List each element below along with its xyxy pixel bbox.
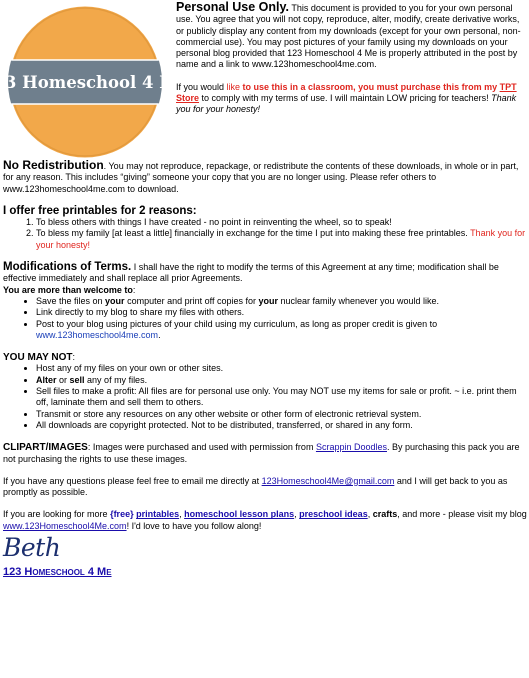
classroom-bold: to use this in a classroom, you must pur… [242,81,500,92]
more-free: {free} [110,509,134,520]
footer-link[interactable]: 123 Homeschool 4 Me [3,566,112,579]
blog-link[interactable]: www.123Homeschool4Me.com [3,520,127,531]
logo-band [8,60,162,104]
may-not-colon: : [72,352,75,363]
may-not-bold: sell [69,374,85,385]
redistribution-heading: No Redistribution [3,158,104,172]
may-not-bold: Alter [36,374,57,385]
signature: Beth [3,533,61,563]
welcome-label: You are more than welcome to: [3,285,527,296]
lesson-plans-link[interactable]: homeschool lesson plans [184,509,295,520]
reasons-list: To bless others with things I have creat… [3,217,527,251]
classroom-text-pre: If you would [176,81,227,92]
may-not-text: any of my files. [84,374,148,385]
welcome-item: Link directly to my blog to share my fil… [36,307,527,318]
contact-paragraph: If you have any questions please feel fr… [3,476,527,499]
main-content: No Redistribution. You may not reproduce… [3,158,527,579]
reason-item: To bless others with things I have creat… [36,217,527,228]
clipart-heading: CLIPART/IMAGES [3,442,88,454]
reasons-heading: I offer free printables for 2 reasons: [3,204,197,217]
more-sep: , [294,509,300,520]
may-not-list: Host any of my files on your own or othe… [3,363,527,431]
welcome-list: Save the files on your computer and prin… [3,296,527,341]
clipart-paragraph: CLIPART/IMAGES: Images were purchased an… [3,442,527,465]
modifications-heading: Modifications of Terms. [3,261,132,274]
may-not-heading: YOU MAY NOT [3,352,73,364]
modifications-text: I shall have the right to modify the ter… [3,262,499,284]
welcome-item-bold: your [105,295,125,306]
may-not-item: Sell files to make a profit: All files a… [36,386,527,409]
welcome-item-text: nuclear family whenever you would like. [277,295,440,306]
may-not-item: All downloads are copyright protected. N… [36,420,527,431]
redistribution-paragraph: No Redistribution. You may not reproduce… [3,158,527,195]
scrappin-doodles-link[interactable]: Scrappin Doodles [315,442,387,453]
printables-link[interactable]: printables [136,509,180,520]
classroom-text-post: to comply with my terms of use. I will m… [199,93,492,104]
more-text: ! I'd love to have you follow along! [126,520,262,531]
redistribution-text: . You may not reproduce, repackage, or r… [3,161,519,194]
logo: 123 Homeschool 4 Me [5,3,165,161]
clipart-text: : Images were purchased and used with pe… [87,442,316,453]
classroom-paragraph: If you would like to use this in a class… [176,82,526,116]
welcome-item: Save the files on your computer and prin… [36,296,527,307]
personal-use-text: This document is provided to you for you… [176,3,521,70]
welcome-item-bold: your [258,295,278,306]
may-not-label: YOU MAY NOT: [3,352,527,363]
more-paragraph: If you are looking for more {free} print… [3,509,527,532]
may-not-text: or [56,374,70,385]
may-not-item: Host any of my files on your own or othe… [36,363,527,374]
personal-use-section: Personal Use Only. This document is prov… [176,0,526,116]
welcome-item: Post to your blog using pictures of your… [36,319,527,342]
contact-text: and I will get back to you as promptly a… [3,475,508,498]
welcome-label-text: You are more than welcome to [3,284,133,295]
email-link[interactable]: 123Homeschool4Me@gmail.com [261,475,395,486]
logo-text: 123 Homeschool 4 Me [5,73,165,92]
reason-item-text: To bless my family [at least a little] f… [36,228,471,239]
thanks-italic: Thank you for your honesty! [176,93,517,115]
may-not-item: Alter or sell any of my files. [36,375,527,386]
welcome-item-text: Post to your blog using pictures of your… [36,318,438,329]
reason-item: To bless my family [at least a little] f… [36,228,527,251]
clipart-text: . By purchasing this pack you are not pu… [3,442,520,464]
tpt-store-link[interactable]: TPT Store [176,81,517,104]
more-crafts: crafts [372,509,398,520]
more-text: , and more - please visit my blog [397,509,527,520]
welcome-item-text: computer and print off copies for [124,295,259,306]
modifications-paragraph: Modifications of Terms. I shall have the… [3,261,527,285]
more-sep: , [179,509,185,520]
personal-use-heading: Personal Use Only. [176,0,290,14]
site-link[interactable]: www.123homeschool4me.com [36,329,159,340]
welcome-colon: : [132,284,136,295]
reason-thanks: Thank you for your honesty! [36,228,526,250]
may-not-item: Transmit or store any resources on any o… [36,409,527,420]
classroom-like: like [226,81,243,92]
more-text: If you are looking for more [3,509,111,520]
welcome-item-text: Save the files on [36,295,106,306]
more-sep: , [367,509,373,520]
contact-text: If you have any questions please feel fr… [3,475,262,486]
personal-use-paragraph: Personal Use Only. This document is prov… [176,0,526,71]
preschool-ideas-link[interactable]: preschool ideas [299,509,368,520]
welcome-item-text: . [158,329,161,340]
